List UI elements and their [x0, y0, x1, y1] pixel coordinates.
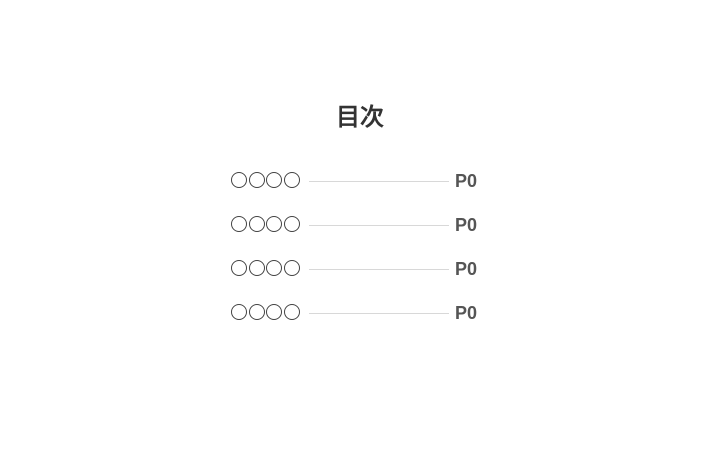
leader-line [309, 269, 449, 270]
entry-label-placeholder [231, 300, 300, 324]
leader-line [309, 225, 449, 226]
circle-placeholder-icon [266, 260, 283, 276]
circle-placeholder-icon [248, 216, 265, 232]
toc-title: 目次 [336, 103, 384, 131]
toc-entry[interactable]: P0 [231, 168, 479, 212]
page-number: P0 [455, 303, 478, 323]
toc-entry[interactable]: P0 [231, 212, 479, 256]
circle-placeholder-icon [266, 216, 283, 232]
page-number: P0 [455, 215, 478, 235]
entry-label-placeholder [231, 212, 300, 236]
entry-label-placeholder [231, 168, 300, 192]
entry-label-placeholder [231, 256, 300, 280]
circle-placeholder-icon [231, 304, 247, 320]
circle-placeholder-icon [231, 260, 247, 276]
leader-line [309, 181, 449, 182]
circle-placeholder-icon [266, 304, 283, 320]
circle-placeholder-icon [266, 172, 283, 188]
circle-placeholder-icon [283, 260, 300, 276]
leader-line [309, 313, 449, 314]
toc-entry[interactable]: P0 [231, 256, 479, 300]
circle-placeholder-icon [283, 172, 300, 188]
circle-placeholder-icon [283, 304, 300, 320]
toc-entry[interactable]: P0 [231, 300, 479, 344]
circle-placeholder-icon [248, 260, 265, 276]
page-number: P0 [455, 259, 478, 279]
circle-placeholder-icon [248, 172, 265, 188]
circle-placeholder-icon [231, 172, 247, 188]
circle-placeholder-icon [248, 304, 265, 320]
circle-placeholder-icon [283, 216, 300, 232]
circle-placeholder-icon [231, 216, 247, 232]
page-number: P0 [455, 171, 478, 191]
table-of-contents: P0 P0 P0 P0 [231, 168, 479, 344]
